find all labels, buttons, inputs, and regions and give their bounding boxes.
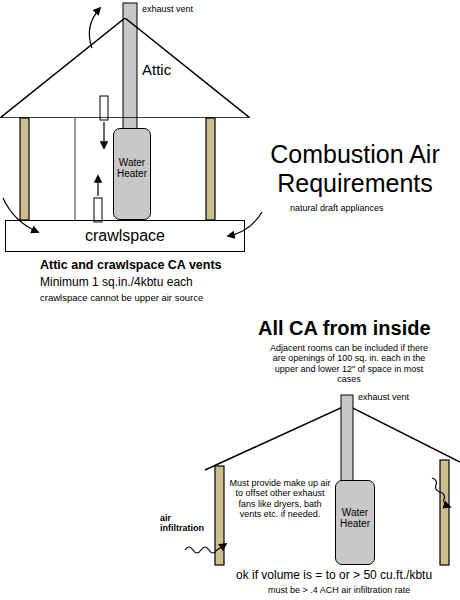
roof: [205, 405, 460, 470]
node-text: Water Heater: [115, 157, 149, 179]
note: crawlspace cannot be upper air source: [40, 292, 203, 303]
crawlspace-box: crawlspace: [5, 220, 245, 252]
note: Adjacent rooms can be included if there …: [266, 343, 432, 384]
wall: [440, 460, 449, 565]
air-arrow: [103, 122, 104, 148]
note: must be > .4 ACH air infiltration rate: [268, 585, 410, 596]
node-text: Attic: [142, 62, 250, 79]
air-arrow: [228, 212, 262, 236]
exhaust-squiggle: [432, 478, 450, 507]
vent-label: exhaust vent: [142, 4, 193, 15]
crawl-vent: [94, 198, 102, 222]
vent-label: exhaust vent: [358, 392, 409, 403]
node-text: Water Heater: [337, 507, 373, 529]
water-heater: Water Heater: [335, 480, 375, 565]
note: Minimum 1 sq.in./4kbtu each: [40, 275, 193, 289]
attic-vent: [100, 96, 108, 120]
infiltration-squiggle: [185, 544, 226, 553]
title: Combustion Air Requirements: [256, 140, 454, 198]
infiltration-label: air infiltration: [160, 514, 212, 534]
partition-line: [75, 118, 76, 220]
section-heading: All CA from inside: [258, 316, 431, 340]
wall: [20, 118, 29, 220]
water-heater: Water Heater: [113, 128, 151, 220]
vent-pipe: [341, 395, 353, 482]
note-heading: Attic and crawlspace CA vents: [40, 258, 222, 273]
air-arrow: [97, 176, 98, 196]
air-arrow: [3, 198, 38, 232]
wall: [206, 118, 215, 220]
attic-outline: [0, 18, 250, 118]
roof-outline: [0, 18, 250, 118]
attic-region: Attic: [0, 18, 250, 118]
node-text: crawlspace: [10, 227, 240, 245]
note: ok if volume is = to or > 50 cu.ft./kbtu: [236, 568, 432, 582]
note: Must provide make up air to offset other…: [229, 478, 331, 519]
subtitle: natural draft appliances: [290, 203, 384, 214]
